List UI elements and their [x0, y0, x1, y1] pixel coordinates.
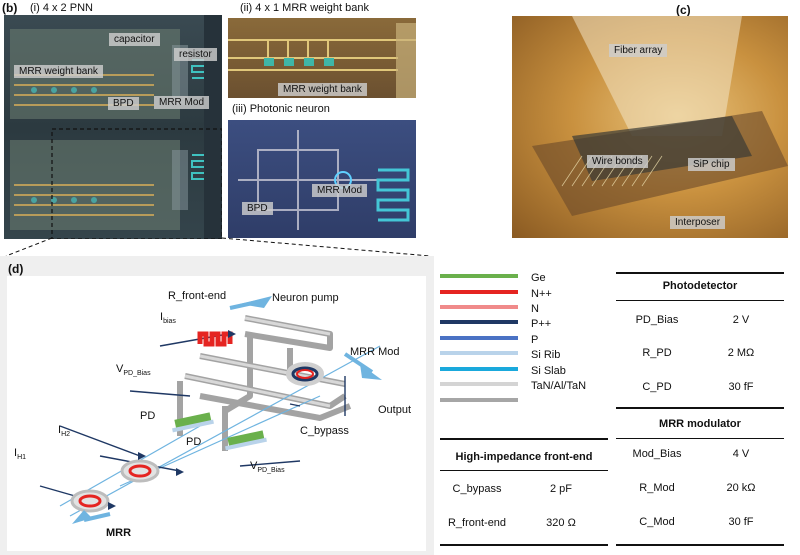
vpd-top-symbol: V	[116, 363, 124, 375]
weight-bank-drawing	[228, 23, 416, 98]
ih2-subscript: H2	[61, 431, 71, 439]
tag-mrr-weight-bank: MRR weight bank	[14, 65, 103, 78]
tag-fiber-array: Fiber array	[609, 44, 668, 57]
fe-table-top-rule	[440, 438, 608, 440]
packaged-chip-photo: Fiber array Wire bonds SiP chip Interpos…	[512, 16, 788, 238]
mrr-modulator-ring	[286, 362, 324, 386]
ih1-subscript: H1	[17, 454, 27, 462]
legend-label: Si Slab	[531, 365, 566, 377]
legend-swatch	[440, 351, 518, 355]
zoom-guide-lines	[5, 237, 431, 257]
weight-bank-rings	[70, 459, 160, 513]
legend-swatch	[440, 274, 518, 278]
ibias-subscript: bias	[163, 318, 176, 326]
label-vpd-bias-bottom: VPD_Bias	[250, 460, 285, 474]
pnn-chip-photo: capacitor resistor MRR weight bank BPD M…	[4, 15, 222, 239]
panel-c-label: (c)	[676, 3, 691, 17]
tag-capacitor: capacitor	[109, 33, 160, 46]
panel-b-ii-caption: (ii) 4 x 1 MRR weight bank	[240, 2, 369, 14]
pd-table-header-rule	[616, 300, 784, 301]
ih2-symbol: I	[58, 424, 62, 436]
pd-row-param: PD_Bias	[635, 314, 679, 326]
mod-table-header-rule	[616, 438, 784, 439]
pd-row-value: 2 V	[732, 314, 750, 326]
label-ih1: IH1	[14, 447, 26, 461]
tag-iii-bpd: BPD	[242, 202, 273, 215]
fe-row-param: R_front-end	[447, 517, 507, 529]
tag-mrr-mod: MRR Mod	[154, 96, 210, 109]
pd-row-value: 30 fF	[728, 381, 754, 393]
mod-row-value: 4 V	[732, 448, 750, 460]
legend-swatch	[440, 320, 518, 324]
label-vpd-bias-top: VPD_Bias	[116, 363, 151, 377]
label-c-bypass: C_bypass	[300, 425, 349, 437]
ibias-symbol: I	[160, 311, 164, 323]
vpd-bottom-symbol: V	[250, 460, 258, 472]
legend-swatch	[440, 290, 518, 294]
pd-table-bottom-rule	[616, 407, 784, 409]
legend-label: N++	[531, 288, 552, 300]
legend-swatch	[440, 336, 518, 340]
legend-swatch	[440, 382, 518, 386]
pd-row-param: R_PD	[642, 347, 672, 359]
mod-row-param: Mod_Bias	[632, 448, 682, 460]
fe-table-title: High-impedance front-end	[455, 451, 593, 463]
tag-bpd: BPD	[108, 97, 139, 110]
tag-resistor: resistor	[174, 48, 217, 61]
mod-row-param: C_Mod	[639, 516, 675, 528]
photonic-neuron-photo: MRR Mod BPD	[228, 120, 416, 238]
legend-label: TaN/Al/TaN	[531, 380, 587, 392]
legend-label: P	[531, 334, 539, 346]
pd-table-title: Photodetector	[662, 280, 738, 292]
legend-label: N	[531, 303, 539, 315]
label-pd-lower: PD	[186, 436, 202, 448]
mod-table-bottom-rule	[616, 544, 784, 546]
photodetectors	[172, 412, 267, 451]
neuron-circuit-diagram	[39, 296, 382, 524]
legend-swatch	[440, 305, 518, 309]
label-ih2: IH2	[58, 424, 70, 438]
panel-b-iii-caption: (iii) Photonic neuron	[232, 103, 330, 115]
label-output: Output	[378, 404, 412, 416]
pd-row-value: 2 MΩ	[727, 347, 755, 359]
label-mrr-mod: MRR Mod	[350, 346, 400, 358]
fe-row-value: 2 pF	[549, 483, 572, 495]
label-mrr: MRR	[106, 527, 132, 539]
mod-table-title: MRR modulator	[659, 418, 741, 430]
panel-b-label: (b)	[2, 1, 18, 15]
photonic-neuron-drawing	[238, 130, 410, 230]
fe-row-value: 320 Ω	[546, 517, 576, 529]
legend-label: Ge	[531, 272, 546, 284]
tag-iii-mrr-mod: MRR Mod	[312, 184, 368, 197]
legend-swatch	[440, 398, 518, 402]
tag-ii-weight-bank: MRR weight bank	[278, 83, 367, 96]
panel-d-label: (d)	[8, 262, 24, 276]
mod-row-value: 30 fF	[728, 516, 754, 528]
mod-row-value: 20 kΩ	[726, 482, 756, 494]
ih1-symbol: I	[14, 447, 18, 459]
fe-table-header-rule	[440, 470, 608, 471]
legend-label: Si Rib	[531, 349, 561, 361]
label-r-front-end: R_front-end	[168, 290, 227, 302]
label-ibias: Ibias	[160, 311, 176, 325]
fe-table-bottom-rule	[440, 544, 608, 546]
label-pd-upper: PD	[140, 410, 156, 422]
label-neuron-pump: Neuron pump	[272, 292, 339, 304]
legend-swatch	[440, 367, 518, 371]
weight-bank-photo: MRR weight bank	[228, 18, 416, 98]
tag-sip-chip: SiP chip	[688, 158, 735, 171]
mod-row-param: R_Mod	[639, 482, 675, 494]
front-end-resistor	[197, 331, 233, 347]
legend-label: P++	[531, 318, 552, 330]
pd-table-top-rule	[616, 272, 784, 274]
pd-row-param: C_PD	[642, 381, 672, 393]
vpd-bottom-subscript: PD_Bias	[257, 467, 285, 475]
fe-row-param: C_bypass	[452, 483, 502, 495]
panel-b-i-caption: (i) 4 x 2 PNN	[30, 2, 93, 14]
tag-interposer: Interposer	[670, 216, 726, 229]
vpd-top-subscript: PD_Bias	[123, 370, 151, 378]
tag-wire-bonds: Wire bonds	[587, 155, 648, 168]
